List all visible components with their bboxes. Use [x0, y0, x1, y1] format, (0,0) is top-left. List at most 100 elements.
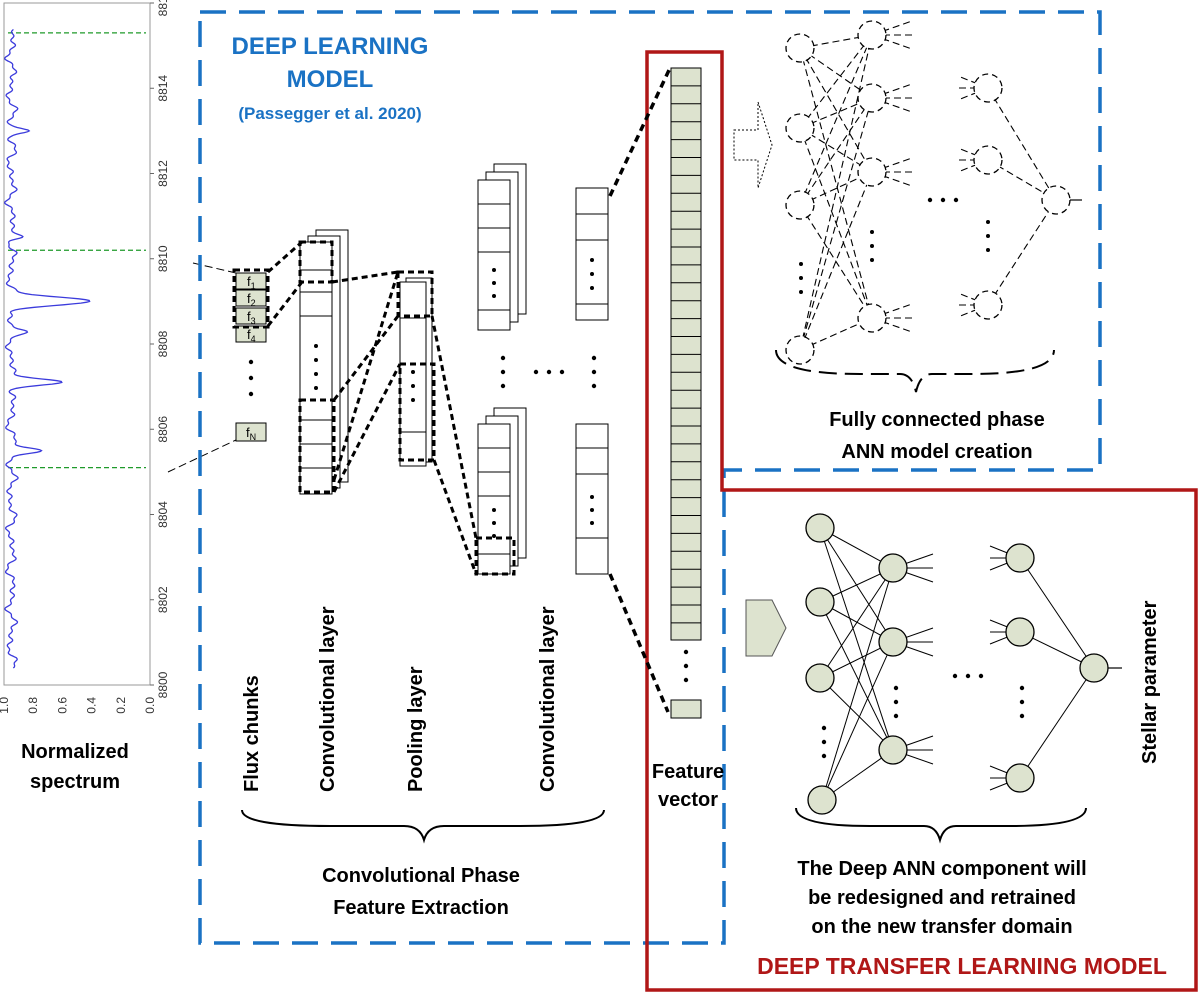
- network-node: [973, 73, 1003, 103]
- label-stellar-parameter: Stellar parameter: [1139, 600, 1161, 764]
- pooling-layer: [331, 270, 436, 493]
- conv2-horizontal-ellipsis: [533, 369, 565, 375]
- transfer-network: [805, 513, 1122, 815]
- conv2-stack-top: [477, 163, 527, 331]
- network-ellipsis-dot: [940, 197, 946, 203]
- conv1-ellipsis-dot: [314, 358, 318, 362]
- tl-caption-line3: on the new transfer domain: [811, 916, 1072, 938]
- network-ellipsis-dot: [965, 673, 971, 679]
- spectrum-x-tick-label: 0.6: [55, 697, 69, 714]
- network-node: [857, 157, 887, 187]
- network-node: [878, 735, 908, 765]
- conv2-projection: [432, 459, 478, 575]
- pool-projection: [332, 363, 402, 493]
- transfer-learning-model-box: [645, 50, 1198, 992]
- conv1-projection-top: [267, 240, 303, 274]
- conv2-output-bottom: [575, 423, 609, 575]
- network-fanout-edge: [871, 20, 913, 36]
- network-ellipsis-dot: [799, 290, 803, 294]
- network-node: [857, 20, 887, 50]
- network-edge: [799, 34, 873, 206]
- spectrum-y-tick-label: 8806: [156, 416, 170, 443]
- network-edge: [819, 567, 894, 679]
- chunk-f3-label: f3: [247, 309, 256, 326]
- conv-phase-brace: [241, 809, 605, 844]
- tl-caption-line1: The Deep ANN component will: [797, 858, 1086, 880]
- network-ellipsis-dot: [986, 234, 990, 238]
- network-edge: [987, 199, 1057, 306]
- network-edge: [987, 87, 1057, 201]
- network-ellipsis-dot: [870, 258, 874, 262]
- network-node: [785, 190, 815, 220]
- network-node: [1005, 617, 1035, 647]
- conv1-pool-window-top: [298, 240, 334, 284]
- network-node: [1079, 653, 1109, 683]
- pool-projection: [331, 270, 399, 284]
- spectrum-y-tick-label: 8804: [156, 501, 170, 528]
- conv1-ellipsis-dot: [314, 386, 318, 390]
- spectrum-y-tick-label: 8808: [156, 330, 170, 357]
- network-node: [805, 513, 835, 543]
- spectrum-y-tick-label: 8810: [156, 245, 170, 272]
- fc-brace: [775, 349, 1055, 393]
- network-ellipsis-dot: [1019, 699, 1025, 705]
- network-edge: [799, 47, 873, 173]
- chunk-f3: [235, 307, 267, 325]
- flatten-projection-top: [608, 67, 672, 197]
- conv1-cell-lines: [300, 269, 332, 469]
- fc-arrow: [733, 101, 773, 189]
- network-ellipsis-dot: [870, 230, 874, 234]
- conv-layer-2: [430, 67, 672, 713]
- network-node: [878, 553, 908, 583]
- network-node: [878, 627, 908, 657]
- network-ellipsis-dot: [927, 197, 933, 203]
- spectrum-x-tick-label: 0.8: [26, 697, 40, 714]
- label-feature-line1: Feature: [652, 761, 724, 783]
- network-edge: [799, 47, 873, 319]
- network-edge: [821, 567, 894, 801]
- spectrum-plot-frame: [3, 2, 151, 686]
- feature-vector-ellipsis: [683, 649, 689, 683]
- conv2-output-vertical-ellipsis: [591, 355, 597, 389]
- chunk-connector-bottom: [167, 439, 237, 473]
- spectrum-label-line1: Normalized: [21, 741, 129, 763]
- deep-learning-title-line2: MODEL: [287, 66, 374, 93]
- spectrum-y-tick-label: 8812: [156, 160, 170, 187]
- feature-vector-last-cell: [670, 699, 702, 719]
- network-ellipsis-dot: [893, 713, 899, 719]
- deep-learning-title-line1: DEEP LEARNING: [232, 33, 429, 60]
- spectrum-label-line2: spectrum: [30, 771, 120, 793]
- conv-phase-caption-line1: Convolutional Phase: [322, 865, 520, 887]
- spectrum-x-tick-label: 0.2: [114, 697, 128, 714]
- network-node: [1005, 763, 1035, 793]
- network-edge: [821, 641, 894, 801]
- network-edge: [1019, 557, 1095, 669]
- network-node: [805, 663, 835, 693]
- label-conv-layer-2: Convolutional layer: [537, 606, 559, 792]
- network-fanout-edge: [871, 83, 913, 99]
- network-node: [857, 303, 887, 333]
- deep-learning-model-box: [198, 10, 1102, 945]
- chunk-kernel-window: [232, 268, 270, 329]
- pool-projection: [332, 271, 400, 481]
- conv-phase-caption-line2: Feature Extraction: [333, 897, 509, 919]
- spectrum-y-tick-label: 8802: [156, 586, 170, 613]
- network-ellipsis-dot: [893, 699, 899, 705]
- network-node: [1005, 543, 1035, 573]
- network-ellipsis-dot: [1019, 713, 1025, 719]
- network-node: [785, 113, 815, 143]
- chunk-fN-label: fN: [246, 425, 256, 442]
- network-ellipsis-dot: [799, 276, 803, 280]
- conv2-output-top: [575, 187, 609, 321]
- chunk-f1-label: f1: [247, 274, 256, 291]
- chunk-ellipsis-dot: [248, 391, 254, 397]
- network-node: [1041, 185, 1071, 215]
- chunk-f2-label: f2: [247, 291, 256, 308]
- network-ellipsis-dot: [821, 753, 827, 759]
- flux-chunks: f1 f2 f3 f4 fN: [232, 268, 270, 442]
